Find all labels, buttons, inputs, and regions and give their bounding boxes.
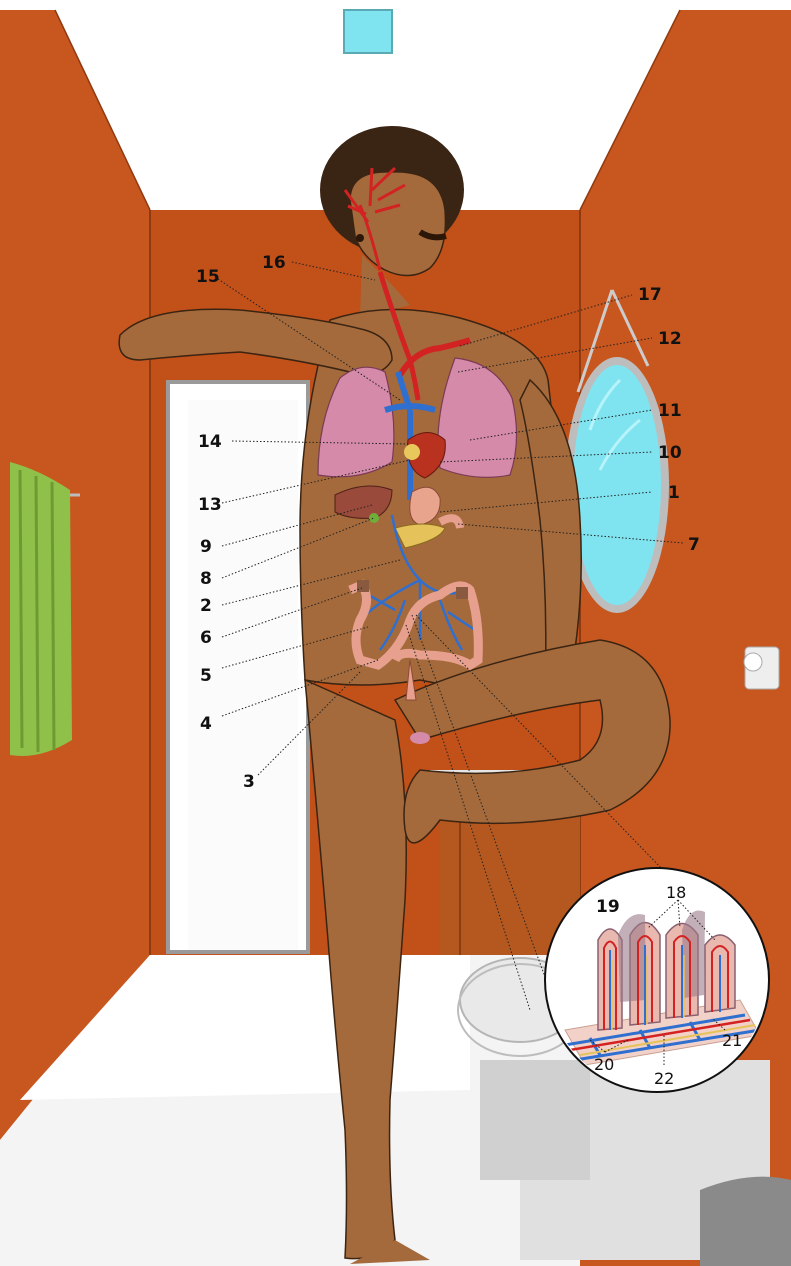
gallbladder: [369, 513, 379, 523]
label-9: 9: [200, 537, 212, 557]
label-16: 16: [262, 253, 286, 273]
doorway: [168, 382, 308, 952]
label-15: 15: [196, 267, 220, 287]
label-2: 2: [200, 596, 212, 616]
label-20: 20: [594, 1055, 614, 1074]
villi-inset: [545, 868, 769, 1092]
genitals: [410, 732, 430, 744]
label-18: 18: [666, 883, 686, 902]
label-17: 17: [638, 285, 662, 305]
towel: [10, 462, 80, 756]
label-6: 6: [200, 628, 212, 648]
cecum: [357, 580, 369, 592]
label-13: 13: [198, 495, 222, 515]
label-14: 14: [198, 432, 222, 452]
label-12: 12: [658, 329, 682, 349]
label-4: 4: [200, 714, 212, 734]
label-22: 22: [654, 1069, 674, 1088]
label-3: 3: [243, 772, 255, 792]
thymus: [404, 444, 420, 460]
label-8: 8: [200, 569, 212, 589]
label-11: 11: [658, 401, 682, 421]
label-7: 7: [688, 535, 700, 555]
skylight: [344, 10, 392, 53]
splenic-flexure: [456, 587, 468, 599]
label-5: 5: [200, 666, 212, 686]
label-19: 19: [596, 897, 620, 917]
label-10: 10: [658, 443, 682, 463]
label-1: 1: [668, 483, 680, 503]
label-21: 21: [722, 1031, 742, 1050]
